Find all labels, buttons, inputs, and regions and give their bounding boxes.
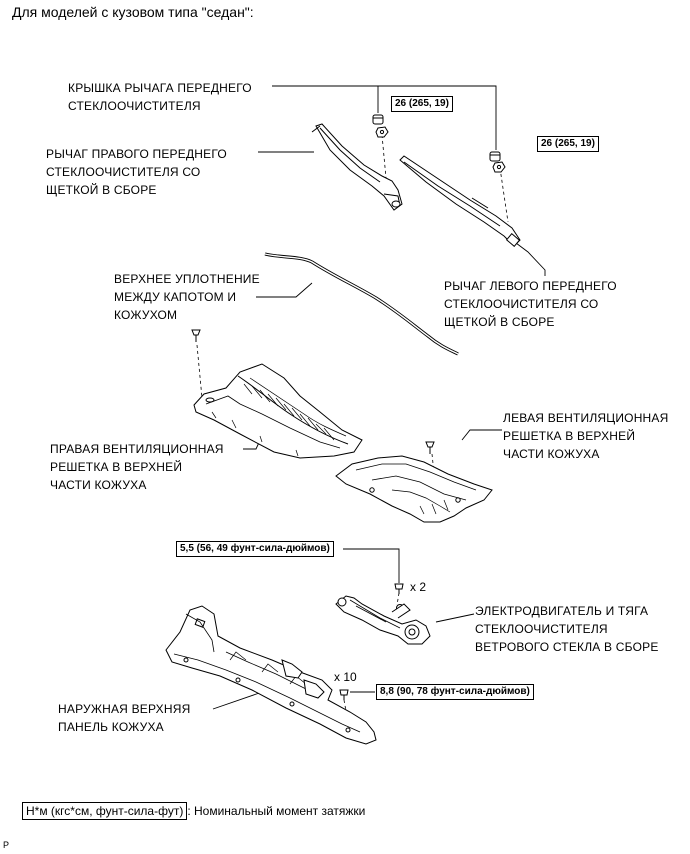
legend-key: Н*м (кгс*см, фунт-сила-фут)	[22, 802, 188, 820]
wiper-motor-link	[335, 595, 431, 645]
label-line: ЭЛЕКТРОДВИГАТЕЛЬ И ТЯГА	[475, 604, 649, 618]
label-right-wiper-arm: РЫЧАГ ПРАВОГО ПЕРЕДНЕГО СТЕКЛООЧИСТИТЕЛЯ…	[46, 145, 227, 199]
label-line: МЕЖДУ КАПОТОМ И	[114, 290, 237, 304]
left-wiper-arm	[399, 155, 521, 247]
panel-bolt	[339, 689, 349, 700]
label-line: РЕШЕТКА В ВЕРХНЕЙ	[50, 460, 183, 474]
label-cowl-top-outer-panel: НАРУЖНАЯ ВЕРХНЯЯ ПАНЕЛЬ КОЖУХА	[58, 700, 190, 736]
label-line: ВЕТРОВОГО СТЕКЛА В СБОРЕ	[475, 640, 659, 654]
panel-bolt-quantity: x 10	[334, 670, 357, 684]
label-right-cowl-louver: ПРАВАЯ ВЕНТИЛЯЦИОННАЯ РЕШЕТКА В ВЕРХНЕЙ …	[50, 440, 224, 494]
page-heading: Для моделей с кузовом типа "седан":	[12, 4, 254, 20]
right-arm-nut	[375, 126, 389, 138]
label-wiper-motor-link: ЭЛЕКТРОДВИГАТЕЛЬ И ТЯГА СТЕКЛООЧИСТИТЕЛЯ…	[475, 602, 659, 656]
label-line: ЧАСТИ КОЖУХА	[50, 478, 147, 492]
label-line: ПРАВАЯ ВЕНТИЛЯЦИОННАЯ	[50, 442, 224, 456]
label-wiper-arm-cover: КРЫШКА РЫЧАГА ПЕРЕДНЕГО СТЕКЛООЧИСТИТЕЛЯ	[68, 79, 252, 115]
label-hood-seal: ВЕРХНЕЕ УПЛОТНЕНИЕ МЕЖДУ КАПОТОМ И КОЖУХ…	[114, 270, 260, 324]
label-left-wiper-arm: РЫЧАГ ЛЕВОГО ПЕРЕДНЕГО СТЕКЛООЧИСТИТЕЛЯ …	[444, 277, 617, 331]
left-grille-clip	[425, 441, 435, 454]
left-cowl-louver	[335, 455, 493, 523]
page-code: P	[3, 840, 10, 850]
right-cowl-louver	[193, 363, 363, 459]
right-arm-cap	[372, 114, 384, 125]
label-line: КРЫШКА РЫЧАГА ПЕРЕДНЕГО	[68, 81, 252, 95]
torque-box-right-arm-nut: 26 (265, 19)	[391, 96, 453, 112]
right-grille-clip	[191, 329, 201, 342]
label-line: СТЕКЛООЧИСТИТЕЛЯ СО	[46, 165, 201, 179]
label-line: РЕШЕТКА В ВЕРХНЕЙ	[503, 429, 636, 443]
motor-bolt	[394, 583, 404, 594]
label-left-cowl-louver: ЛЕВАЯ ВЕНТИЛЯЦИОННАЯ РЕШЕТКА В ВЕРХНЕЙ Ч…	[503, 409, 669, 463]
left-arm-nut	[492, 161, 506, 173]
torque-box-motor-bolt: 5,5 (56, 49 фунт-сила-дюймов)	[176, 541, 334, 557]
label-line: СТЕКЛООЧИСТИТЕЛЯ	[68, 99, 201, 113]
label-line: СТЕКЛООЧИСТИТЕЛЯ	[475, 622, 608, 636]
label-line: РЫЧАГ ПРАВОГО ПЕРЕДНЕГО	[46, 147, 227, 161]
label-line: СТЕКЛООЧИСТИТЕЛЯ СО	[444, 297, 599, 311]
torque-legend: Н*м (кгс*см, фунт-сила-фут): Номинальный…	[22, 802, 366, 820]
torque-box-panel-bolt: 8,8 (90, 78 фунт-сила-дюймов)	[376, 684, 534, 700]
legend-text: : Номинальный момент затяжки	[187, 804, 366, 818]
label-line: КОЖУХОМ	[114, 308, 178, 322]
torque-box-left-arm-nut: 26 (265, 19)	[537, 136, 599, 152]
motor-bolt-quantity: x 2	[410, 580, 427, 594]
label-line: ЧАСТИ КОЖУХА	[503, 447, 600, 461]
left-arm-cap	[489, 151, 501, 162]
right-wiper-arm	[311, 123, 403, 211]
label-line: ЛЕВАЯ ВЕНТИЛЯЦИОННАЯ	[503, 411, 669, 425]
cowl-top-outer-panel	[165, 605, 377, 745]
label-line: ЩЕТКОЙ В СБОРЕ	[444, 315, 555, 329]
hood-cowl-seal	[264, 252, 459, 356]
label-line: РЫЧАГ ЛЕВОГО ПЕРЕДНЕГО	[444, 279, 617, 293]
label-line: НАРУЖНАЯ ВЕРХНЯЯ	[58, 702, 191, 716]
label-line: ВЕРХНЕЕ УПЛОТНЕНИЕ	[114, 272, 260, 286]
label-line: ЩЕТКОЙ В СБОРЕ	[46, 183, 157, 197]
label-line: ПАНЕЛЬ КОЖУХА	[58, 720, 164, 734]
